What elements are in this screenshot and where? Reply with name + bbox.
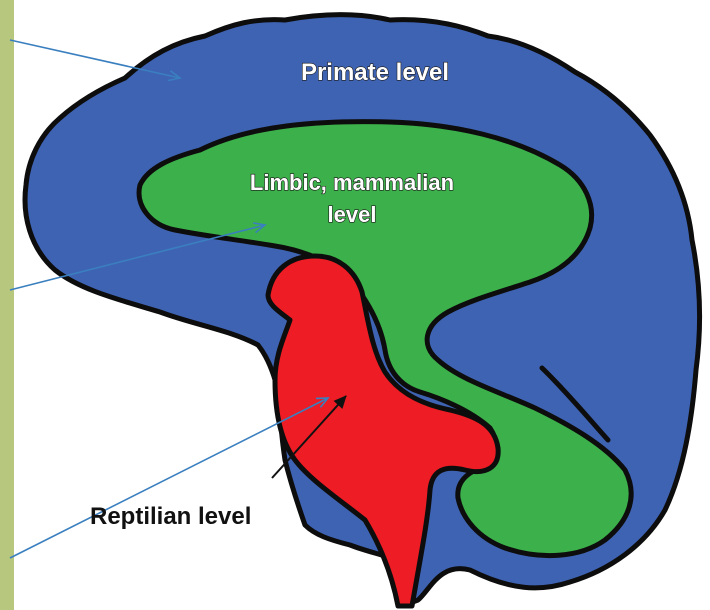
limbic-level-label-line2: level [328,202,377,227]
primate-level-label: Primate level [301,59,449,86]
limbic-level-label-line1: Limbic, mammalian [250,170,454,195]
reptilian-level-label: Reptilian level [90,503,251,530]
pointer-arrow-reptilian [10,398,328,558]
